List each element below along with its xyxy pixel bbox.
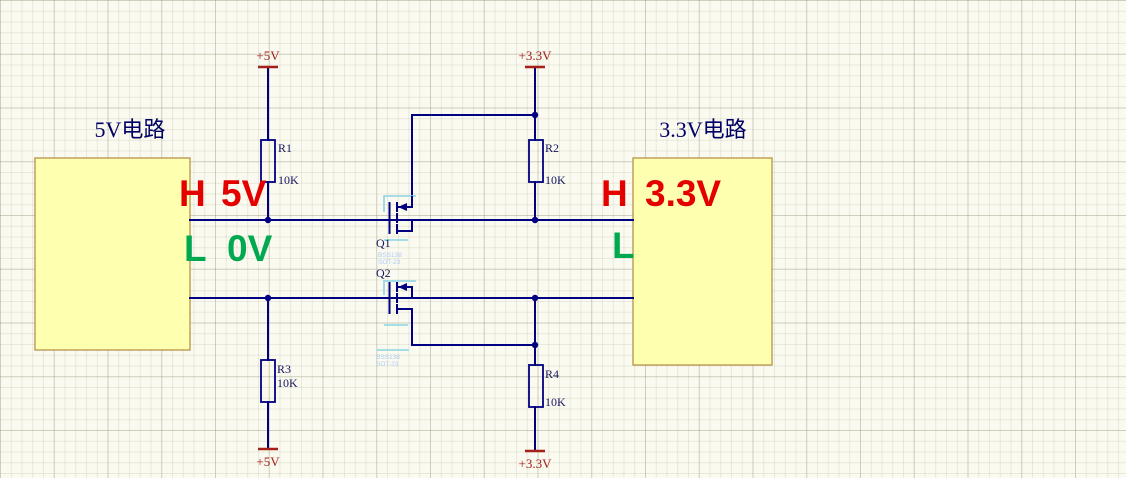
resistor-value: 10K bbox=[277, 376, 298, 390]
junction-dot bbox=[264, 216, 272, 224]
block-3v3-title: 3.3V电路 bbox=[659, 117, 746, 142]
wire-q1-gate-rail[interactable] bbox=[411, 114, 536, 198]
resistor-value: 10K bbox=[545, 395, 566, 409]
mosfet-footprint-text: SOT-23 bbox=[376, 361, 399, 368]
annotation-left-high-value: 5V bbox=[221, 173, 267, 214]
resistor-ref: R3 bbox=[277, 362, 291, 376]
block-5v-rect[interactable] bbox=[34, 157, 191, 351]
resistor-ref: R2 bbox=[545, 141, 559, 155]
annotation-right-low-label: L bbox=[612, 225, 635, 266]
annotation-right-high-value: 3.3V bbox=[645, 173, 721, 214]
power-label: +5V bbox=[256, 48, 280, 63]
resistor-r1[interactable]: R1 10K bbox=[260, 139, 299, 187]
power-port-3v3-top[interactable]: +3.3V bbox=[519, 48, 553, 69]
wire-q2-gate-rail[interactable] bbox=[411, 308, 536, 346]
power-label: +5V bbox=[256, 454, 280, 469]
annotation-left-low-label: L bbox=[184, 228, 207, 269]
resistor-value: 10K bbox=[278, 173, 299, 187]
wires[interactable] bbox=[189, 66, 634, 452]
mosfet-part-text: BSS138 bbox=[378, 252, 402, 259]
resistor-body[interactable] bbox=[260, 139, 276, 183]
junction-dot bbox=[531, 294, 539, 302]
annotation-right-high-label: H bbox=[601, 173, 628, 214]
mosfet-ref: Q1 bbox=[376, 236, 391, 250]
power-port-3v3-bottom[interactable]: +3.3V bbox=[519, 449, 553, 471]
mosfet-arrow-icon bbox=[398, 283, 407, 291]
junction-dot bbox=[531, 111, 539, 119]
block-3v3-rect[interactable] bbox=[632, 157, 773, 366]
mosfet-highlight bbox=[383, 195, 416, 212]
block-5v-title: 5V电路 bbox=[95, 117, 166, 142]
mosfet-highlight bbox=[383, 280, 416, 295]
block-5v-circuit[interactable] bbox=[34, 157, 191, 351]
mosfet-ref: Q2 bbox=[376, 266, 391, 280]
power-port-5v-top[interactable]: +5V bbox=[256, 48, 280, 69]
block-3v3-circuit[interactable] bbox=[632, 157, 773, 366]
junction-dot bbox=[531, 216, 539, 224]
mosfet-q1[interactable]: Q1 BSS138 SOT-23 bbox=[376, 195, 416, 266]
junction-dot bbox=[264, 294, 272, 302]
resistor-ref: R1 bbox=[278, 141, 292, 155]
power-label: +3.3V bbox=[519, 456, 553, 471]
resistor-body[interactable] bbox=[260, 359, 276, 403]
annotation-left-low-value: 0V bbox=[227, 228, 273, 269]
mosfet-arrow-icon bbox=[398, 203, 407, 211]
resistor-body[interactable] bbox=[528, 364, 544, 408]
resistor-value: 10K bbox=[545, 173, 566, 187]
resistor-r2[interactable]: R2 10K bbox=[528, 139, 566, 187]
resistor-ref: R4 bbox=[545, 367, 559, 381]
mosfet-part-text: BSS138 bbox=[376, 354, 400, 361]
mosfet-q2[interactable]: Q2 BSS138 SOT-23 bbox=[376, 266, 416, 368]
mosfet-footprint-text: SOT-23 bbox=[378, 259, 401, 266]
annotation-left-high-label: H bbox=[179, 173, 206, 214]
power-label: +3.3V bbox=[519, 48, 553, 63]
power-port-5v-bottom[interactable]: +5V bbox=[256, 447, 280, 469]
resistor-body[interactable] bbox=[528, 139, 544, 183]
junction-dot bbox=[531, 341, 539, 349]
annotations: H 5V L 0V H 3.3V L bbox=[179, 173, 721, 269]
mosfet-source-lead bbox=[396, 219, 413, 232]
resistor-r3[interactable]: R3 10K bbox=[260, 359, 298, 403]
junction-dots bbox=[264, 111, 539, 349]
resistor-r4[interactable]: R4 10K bbox=[528, 364, 566, 409]
